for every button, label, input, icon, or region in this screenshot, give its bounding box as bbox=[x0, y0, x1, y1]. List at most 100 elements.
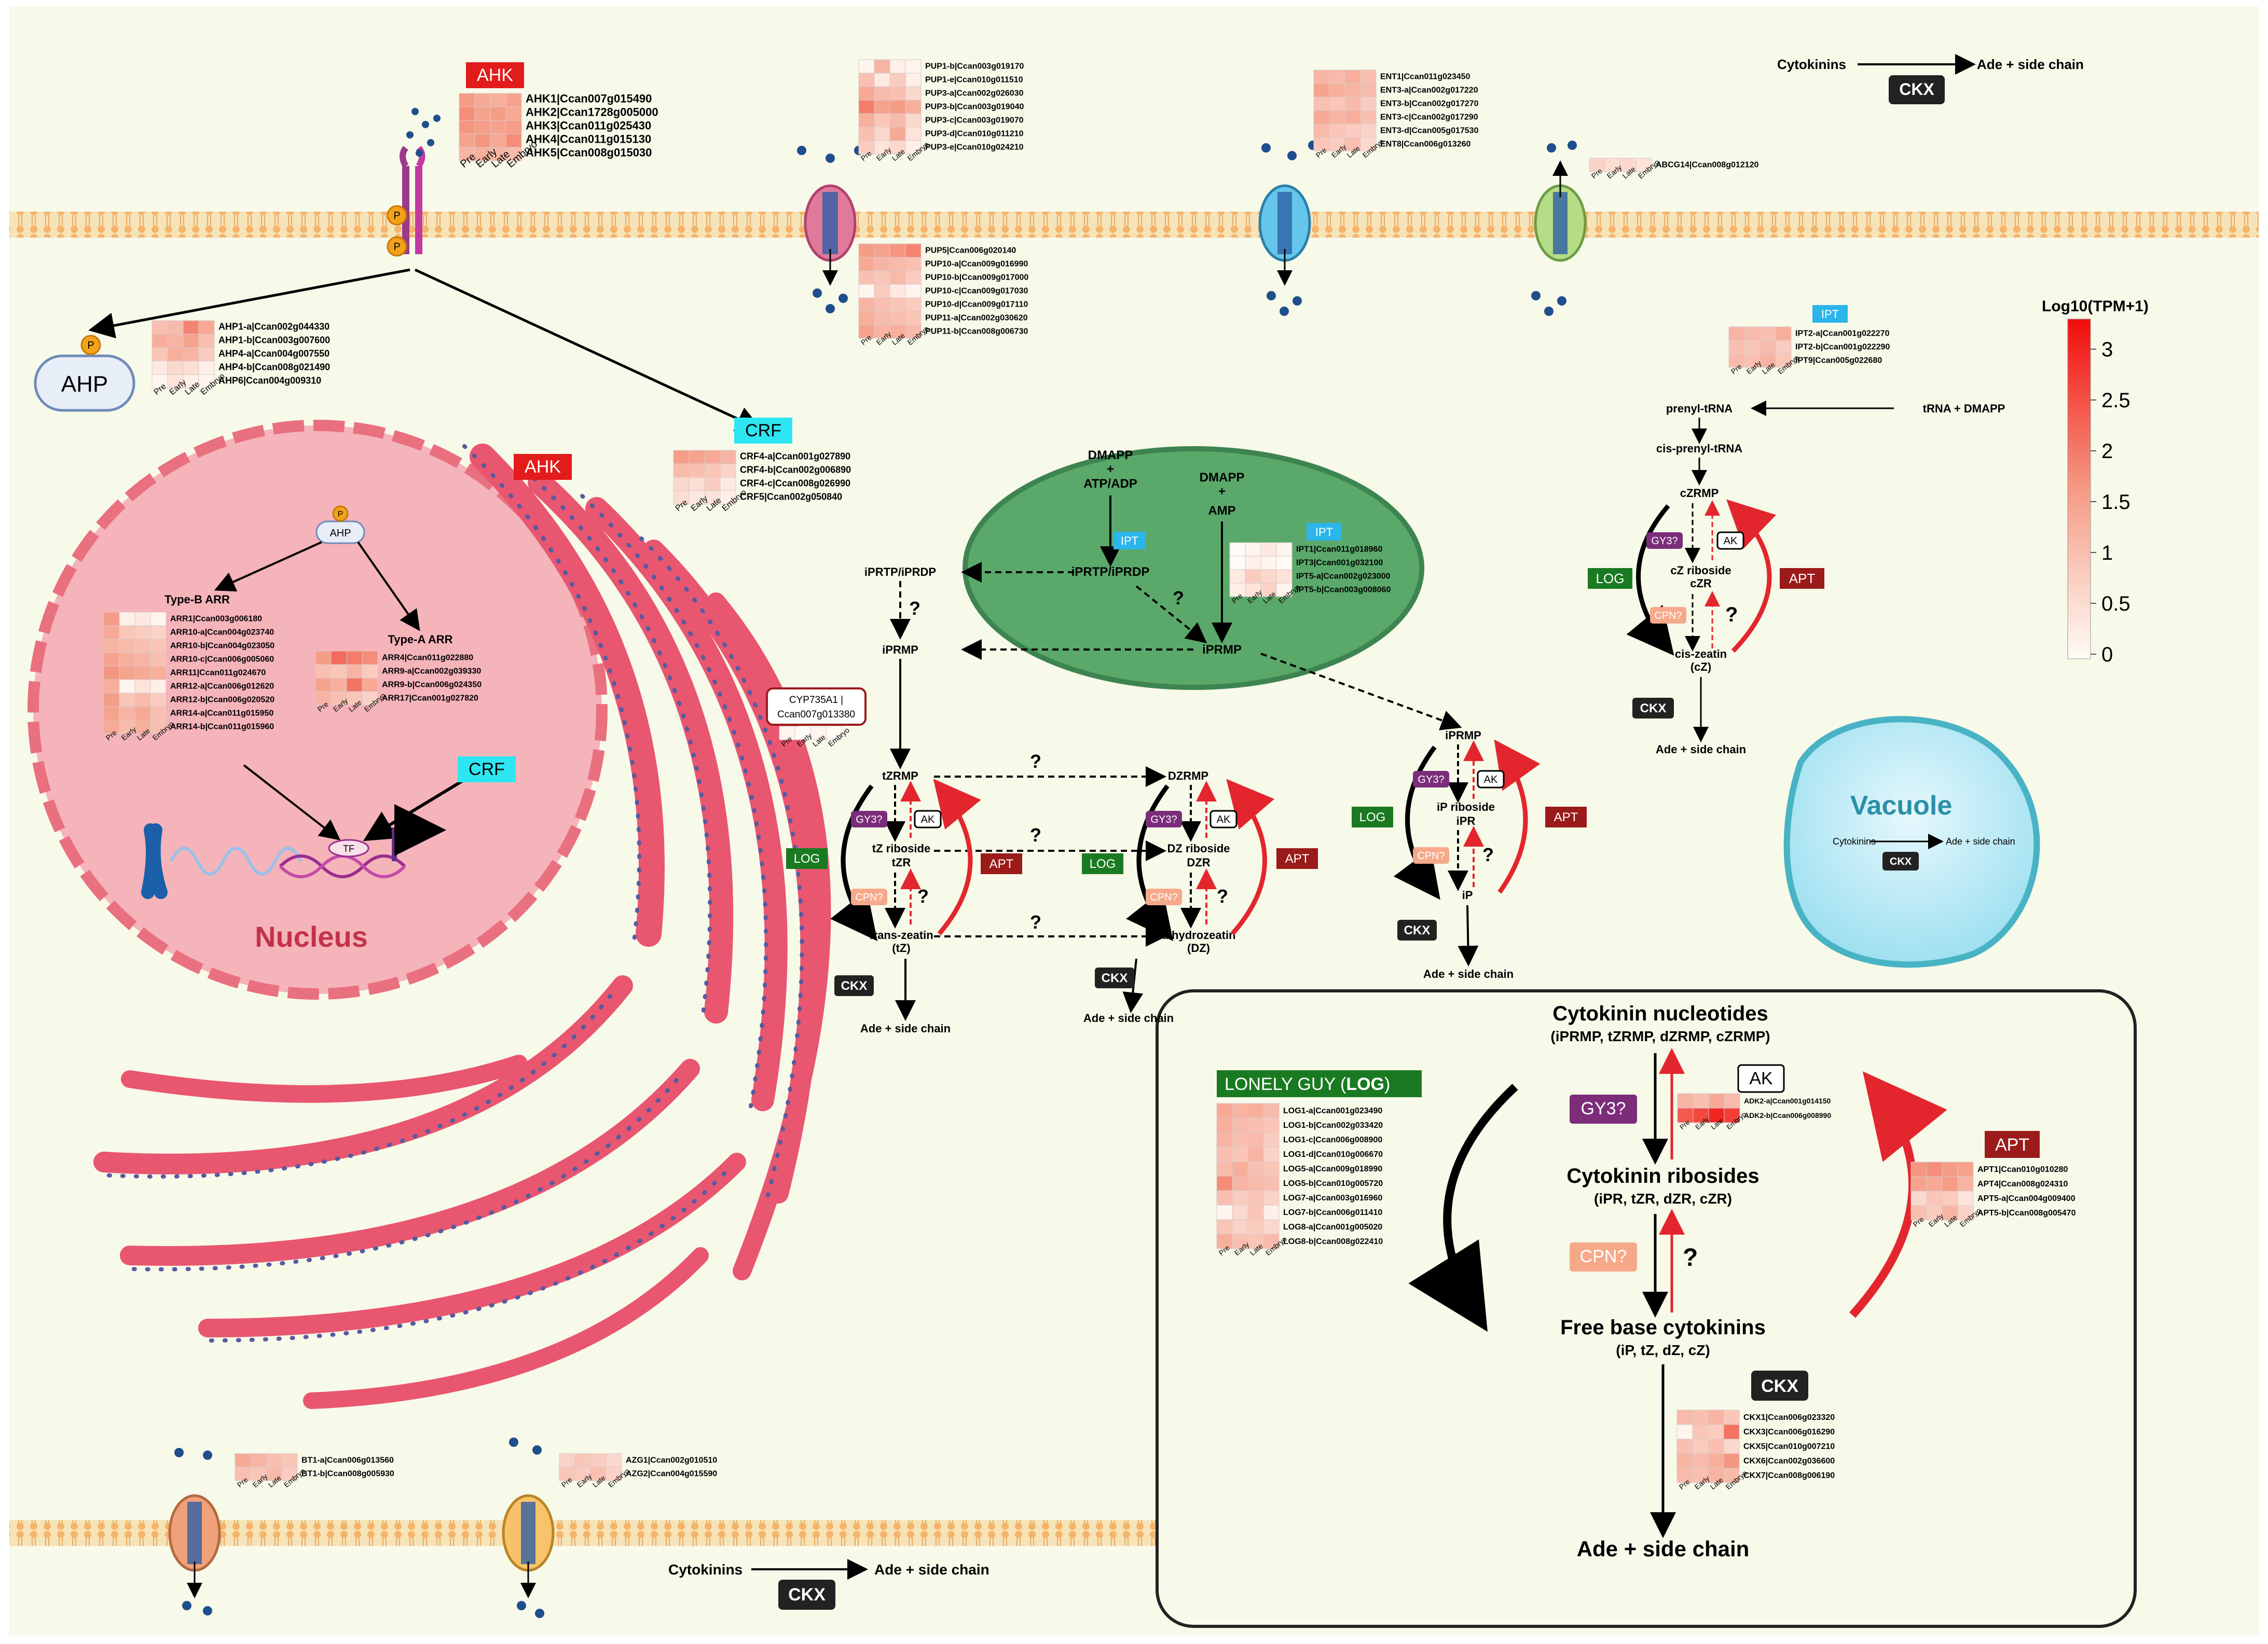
heatmap-cell bbox=[1957, 1176, 1974, 1192]
gene-label: ARR12-a|Ccan006g012620 bbox=[170, 682, 274, 691]
heatmap-cell bbox=[134, 666, 151, 680]
gene-label: AHP4-a|Ccan004g007550 bbox=[218, 349, 329, 359]
heatmap-cell bbox=[505, 120, 522, 134]
svg-text:P: P bbox=[338, 510, 343, 519]
heatmap-cell bbox=[905, 324, 922, 339]
heatmap-cell bbox=[874, 324, 890, 339]
legend-tick-label: 1.5 bbox=[2101, 491, 2130, 514]
cz-log-text: LOG bbox=[1596, 571, 1625, 586]
heatmap-cell bbox=[167, 334, 184, 348]
heatmap-cell bbox=[119, 679, 135, 694]
heatmap-cell bbox=[905, 113, 922, 128]
summary-ak-badge bbox=[1737, 1064, 1785, 1093]
summary-ckx-badge bbox=[1751, 1371, 1808, 1401]
heatmap-cell bbox=[1263, 1146, 1280, 1162]
heatmap-cell bbox=[1676, 1410, 1693, 1425]
heatmap-cell bbox=[1313, 110, 1330, 125]
svg-text:AHP: AHP bbox=[61, 371, 108, 397]
typea-title: Type-A ARR bbox=[388, 633, 452, 646]
heatmap-cell bbox=[1942, 1162, 1958, 1177]
heatmap-cell bbox=[103, 625, 120, 640]
heatmap-cell bbox=[152, 334, 168, 348]
svg-text:Ade + side chain: Ade + side chain bbox=[1083, 1012, 1174, 1025]
gene-label: IPT5-a|Ccan002g023000 bbox=[1296, 572, 1391, 581]
heatmap-cell bbox=[1728, 326, 1745, 341]
heatmap-cell bbox=[1276, 542, 1293, 557]
heatmap-cell bbox=[1910, 1176, 1927, 1192]
heatmap-cell bbox=[1676, 1439, 1693, 1454]
heatmap-cell bbox=[905, 243, 922, 258]
heatmap-cell bbox=[1926, 1205, 1943, 1221]
gene-label: IPT3|Ccan001g032100 bbox=[1296, 559, 1383, 568]
heatmap-cell bbox=[1620, 158, 1637, 172]
heatmap-cell bbox=[1344, 137, 1361, 151]
gene-label: CKX5|Ccan010g007210 bbox=[1743, 1442, 1835, 1451]
heatmap-cell bbox=[858, 113, 875, 128]
heatmap-cell bbox=[720, 490, 736, 505]
heatmap-cell bbox=[1263, 1103, 1280, 1118]
vacuole-ade: Ade + side chain bbox=[1946, 836, 2015, 847]
tf-node bbox=[328, 839, 369, 858]
cis-zeatin-pathway: prenyl-tRNA tRNA + DMAPP cis-prenyl-tRNA… bbox=[1656, 400, 2005, 756]
svg-text:?: ? bbox=[1482, 844, 1494, 865]
gene-label: APT4|Ccan008g024310 bbox=[1977, 1180, 2068, 1189]
heatmap-cell bbox=[1263, 1176, 1280, 1191]
svg-text:iPR: iPR bbox=[1456, 814, 1476, 827]
heatmap-cell bbox=[152, 361, 168, 375]
heatmap-cell bbox=[150, 706, 167, 721]
heatmap-cell bbox=[1329, 137, 1345, 151]
heatmap-cell bbox=[362, 691, 378, 706]
svg-text:APT: APT bbox=[1285, 852, 1310, 866]
heatmap-cell bbox=[1360, 110, 1377, 125]
heatmap-cell bbox=[1247, 1161, 1264, 1177]
summary-cpn-badge bbox=[1570, 1242, 1637, 1272]
gene-label: LOG5-b|Ccan010g005720 bbox=[1283, 1179, 1383, 1188]
gene-label: CRF4-b|Ccan002g006890 bbox=[740, 465, 851, 475]
heatmap-cell bbox=[1723, 1453, 1740, 1469]
heatmap-cell bbox=[150, 679, 167, 694]
summary-gy3-text: GY3? bbox=[1581, 1099, 1626, 1118]
heatmap-cell bbox=[1708, 1468, 1724, 1483]
gene-label: PUP10-c|Ccan009g017030 bbox=[925, 287, 1028, 296]
cz-apt-text: APT bbox=[1789, 571, 1816, 586]
gene-label: PUP3-d|Ccan010g011210 bbox=[925, 130, 1024, 139]
heatmap-cell bbox=[673, 477, 690, 491]
svg-text:cZR: cZR bbox=[1690, 577, 1712, 590]
heatmap-cell bbox=[505, 93, 522, 107]
heatmap-cell bbox=[794, 726, 811, 740]
gene-label: IPT2-a|Ccan001g022270 bbox=[1795, 329, 1890, 338]
heatmap-cell bbox=[1360, 123, 1377, 138]
heatmap-cell bbox=[1313, 137, 1330, 151]
heatmap-cell bbox=[889, 73, 906, 87]
heatmap-cell bbox=[874, 100, 890, 114]
gene-label: AZG2|Ccan004g015590 bbox=[626, 1470, 717, 1479]
heatmap-cell bbox=[1708, 1453, 1724, 1469]
chromosome-icon bbox=[141, 823, 168, 899]
heatmap-cell bbox=[1263, 1117, 1280, 1133]
heatmap-cell bbox=[1229, 569, 1246, 584]
heatmap-cell bbox=[315, 651, 332, 665]
heatmap-cell bbox=[1276, 569, 1293, 584]
chromatin-strand bbox=[170, 847, 303, 876]
heatmap-log: LOG1-a|Ccan001g023490LOG1-b|Ccan002g0334… bbox=[1216, 1103, 1383, 1257]
svg-text:?: ? bbox=[1217, 886, 1228, 907]
gene-label: ENT3-d|Ccan005g017530 bbox=[1380, 127, 1479, 135]
ent-transporter-icon bbox=[1258, 184, 1311, 262]
gene-label: LOG1-a|Ccan001g023490 bbox=[1283, 1107, 1382, 1115]
heatmap-cell bbox=[1957, 1162, 1974, 1177]
heatmap-cell bbox=[858, 59, 875, 74]
heatmap-cell bbox=[103, 652, 120, 667]
heatmap-cell bbox=[1245, 542, 1261, 557]
svg-text:(iPR, tZR, dZR, cZR): (iPR, tZR, dZR, cZR) bbox=[1594, 1191, 1732, 1207]
heatmap-cell bbox=[474, 106, 491, 121]
gene-label: CKX3|Ccan006g016290 bbox=[1743, 1428, 1835, 1436]
heatmap-cell bbox=[1360, 137, 1377, 151]
heatmap-cell bbox=[1232, 1205, 1248, 1220]
legend-colorbar bbox=[2067, 319, 2091, 659]
heatmap-cell bbox=[1344, 83, 1361, 98]
heatmap-cell bbox=[1216, 1132, 1233, 1148]
heatmap-cell bbox=[235, 1453, 251, 1468]
heatmap-cell bbox=[606, 1453, 622, 1468]
heatmap-cell bbox=[474, 133, 491, 148]
heatmap-cell bbox=[1677, 1093, 1694, 1109]
